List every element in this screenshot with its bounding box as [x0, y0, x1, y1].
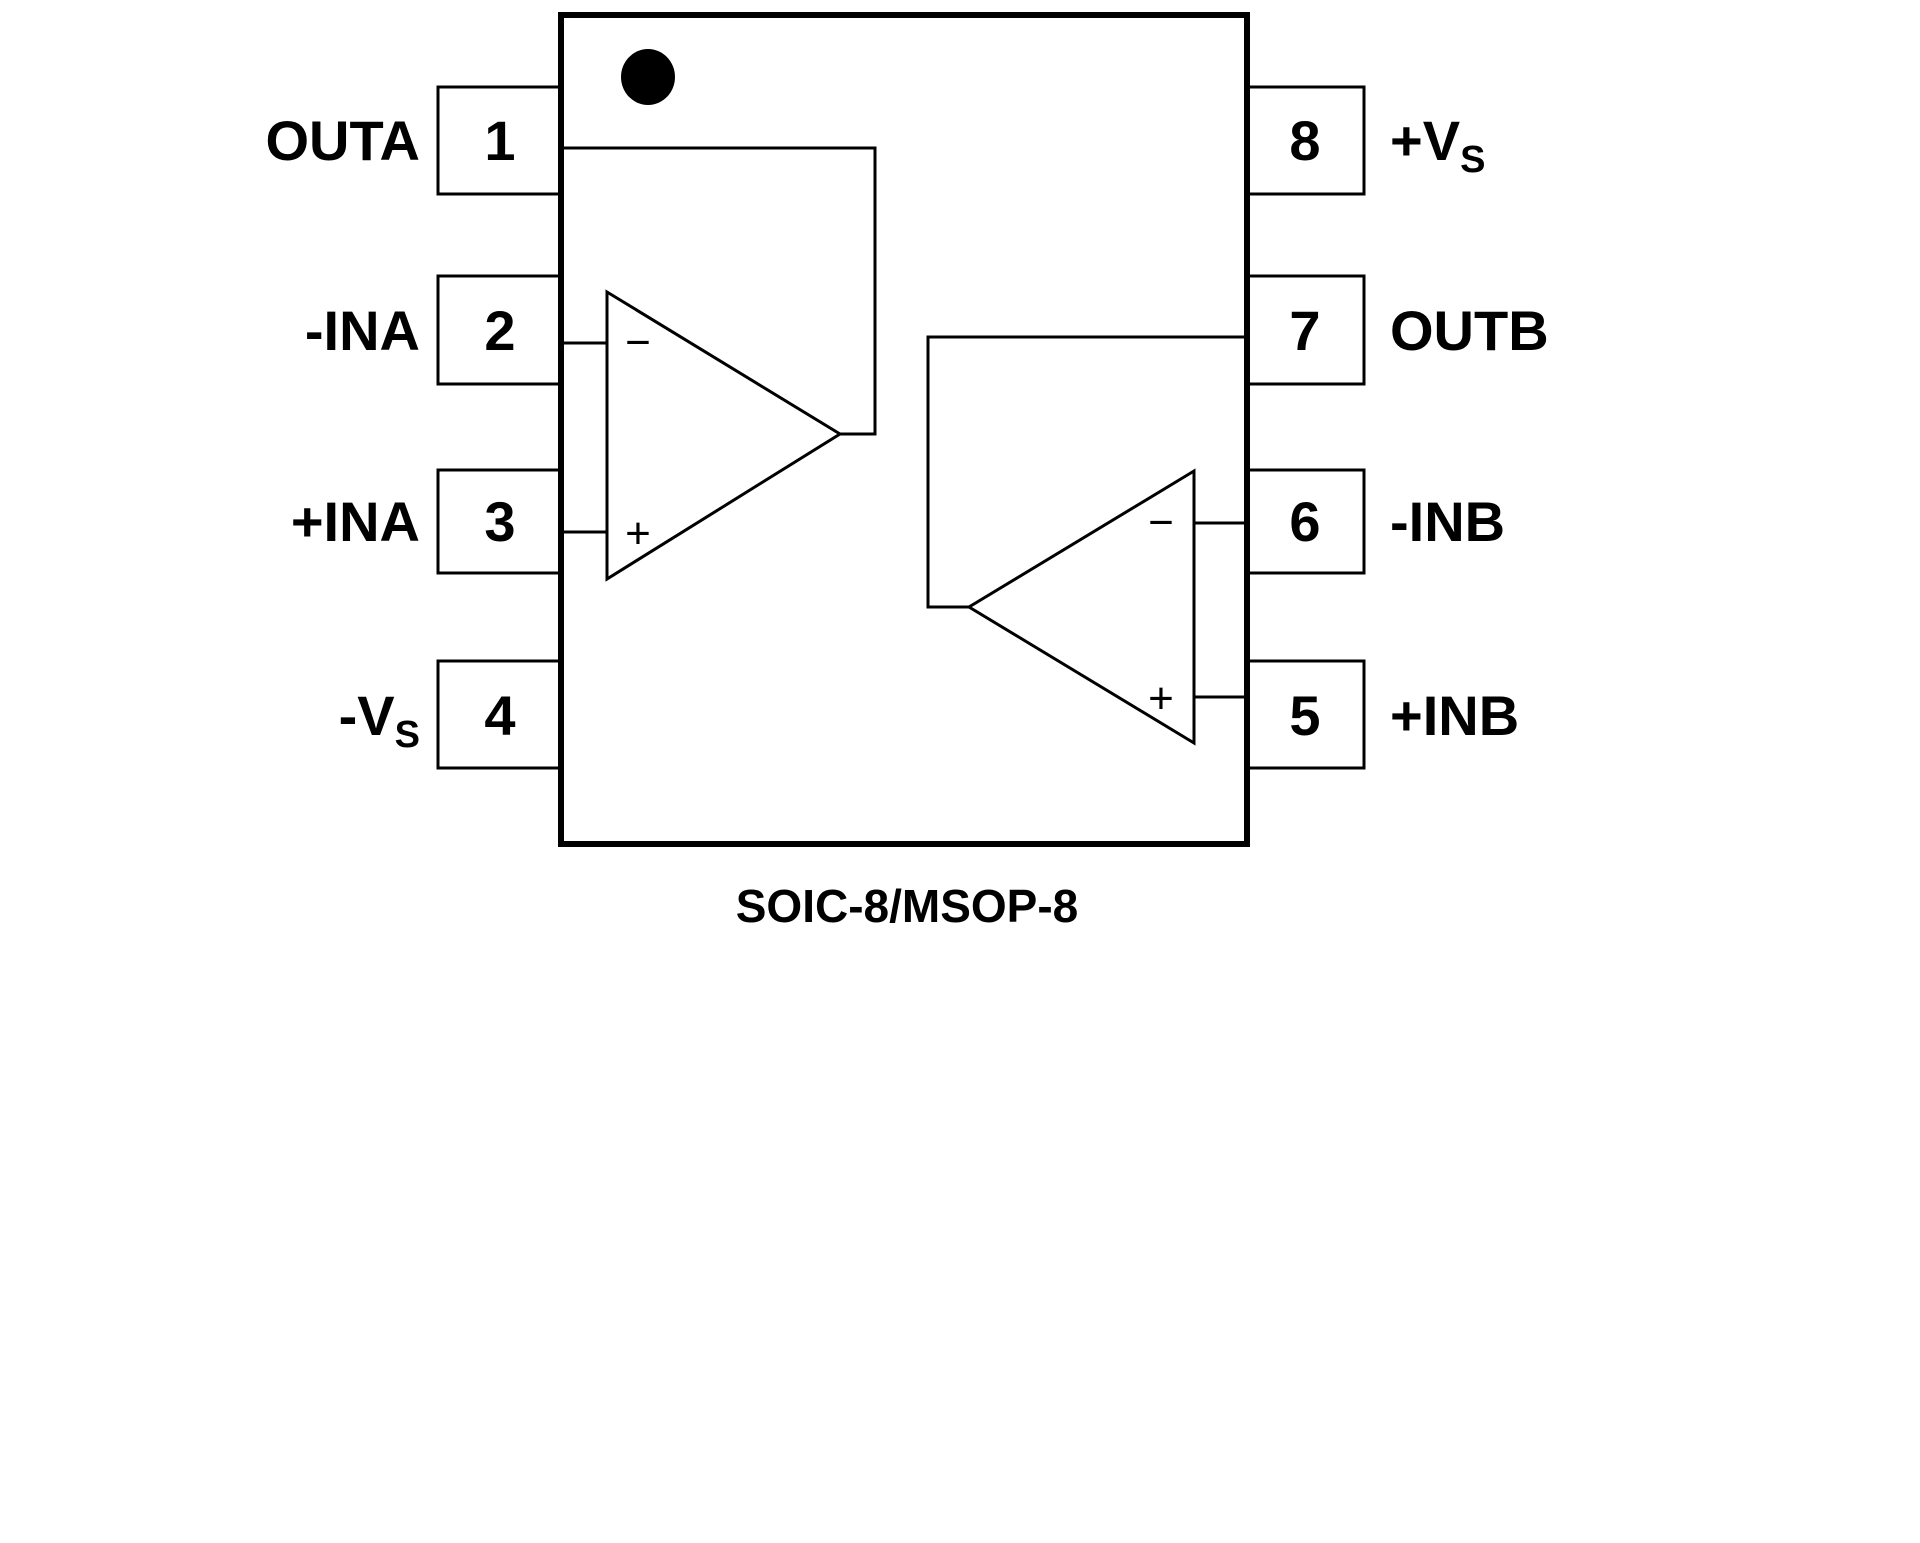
pin-number: 8: [1289, 109, 1320, 172]
op-amp-b: − +: [926, 335, 1247, 746]
minus-sign: −: [625, 318, 651, 367]
pin-box: [1245, 85, 1366, 196]
pin-number: 1: [484, 109, 515, 172]
pin-box: [1245, 274, 1366, 386]
pin-3: 3 +INA: [291, 468, 563, 575]
pin-name: -VS: [339, 684, 420, 756]
pin-number: 6: [1289, 490, 1320, 553]
pin-name: -INA: [305, 299, 420, 362]
pin-6: 6 -INB: [1245, 468, 1505, 575]
plus-sign: +: [1148, 674, 1174, 723]
op-amp-b-triangle: [966, 468, 1196, 746]
pin1-marker-dot: [621, 49, 675, 105]
pin-1: 1 OUTA: [266, 85, 563, 196]
pin-4: 4 -VS: [339, 659, 563, 770]
pin-name: +INB: [1390, 684, 1519, 747]
pin-name: OUTA: [266, 109, 421, 172]
out-b-wire: [926, 335, 1247, 609]
ic-body: [558, 12, 1250, 847]
pin-box: [436, 468, 563, 575]
out-a-wire: [561, 146, 877, 436]
pin-box: [436, 274, 563, 386]
package-caption: SOIC-8/MSOP-8: [736, 880, 1079, 932]
pin-7: 7 OUTB: [1245, 274, 1549, 386]
op-amp-a-triangle: [605, 289, 843, 582]
pin-number: 5: [1289, 684, 1320, 747]
op-amp-a: − +: [561, 146, 877, 582]
pin-box: [1245, 659, 1366, 770]
plus-sign: +: [625, 509, 651, 558]
pin-name: -INB: [1390, 490, 1505, 553]
pin-box: [436, 85, 563, 196]
pin-number: 2: [484, 299, 515, 362]
pin-number: 7: [1289, 299, 1320, 362]
pin-number: 3: [484, 490, 515, 553]
pin-name: +INA: [291, 490, 420, 553]
pin-8: 8 +VS: [1245, 85, 1485, 196]
pin-name: OUTB: [1390, 299, 1549, 362]
pin-name: +VS: [1390, 109, 1485, 181]
pin-2: 2 -INA: [305, 274, 563, 386]
minus-sign: −: [1148, 498, 1174, 547]
pin-5: 5 +INB: [1245, 659, 1519, 770]
pin-number: 4: [484, 684, 515, 747]
pin-box: [436, 659, 563, 770]
